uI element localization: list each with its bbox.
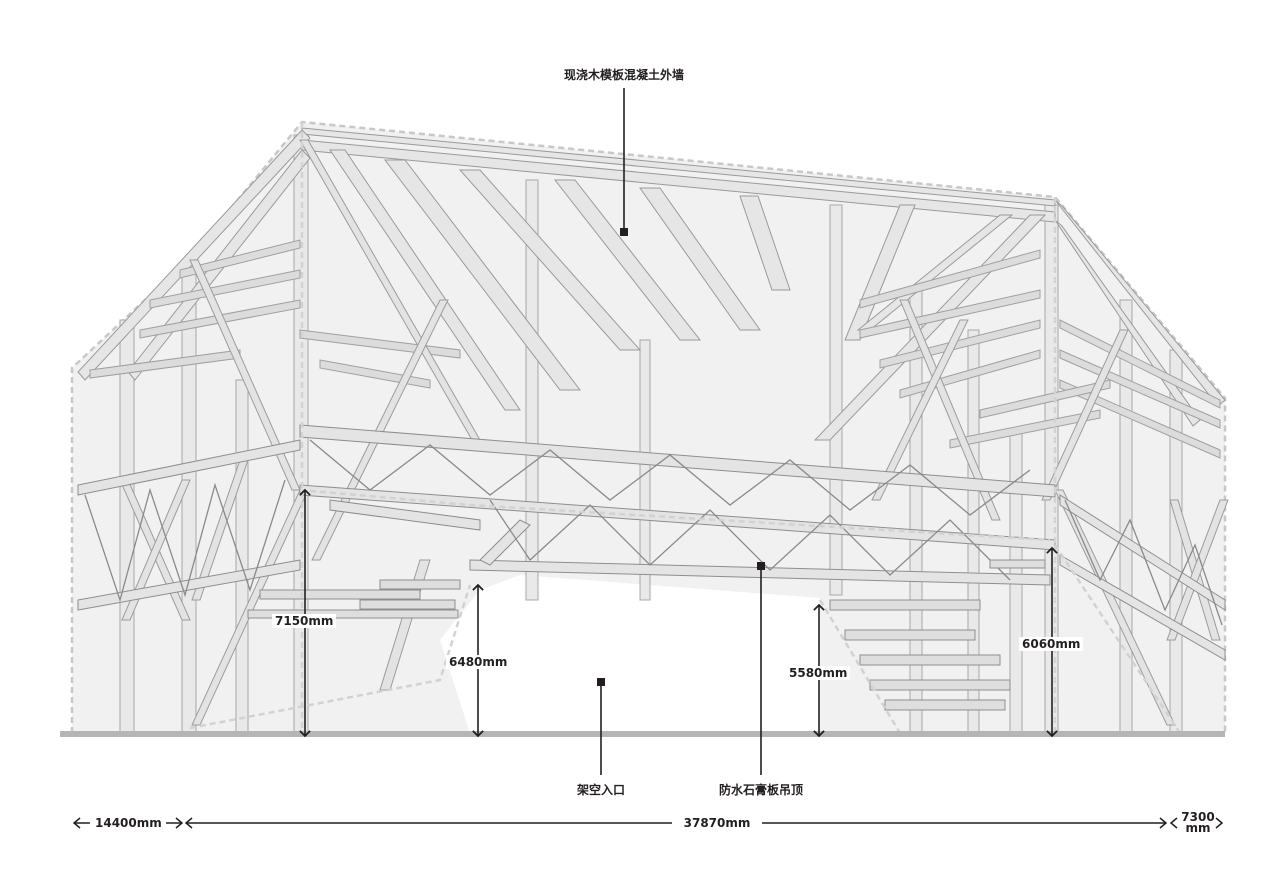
- purlins: [89, 239, 1221, 459]
- height-left-column: 7150mm: [272, 614, 337, 628]
- height-right-opening: 5580mm: [786, 666, 851, 680]
- span-right-unit: mm: [1185, 821, 1211, 835]
- label-top-wall: 现浇木模板混凝土外墙: [563, 68, 685, 82]
- label-entrance: 架空入口: [576, 783, 626, 797]
- height-left-opening: 6480mm: [446, 655, 511, 669]
- callout-leaders: [597, 88, 765, 775]
- span-dimensions: [72, 817, 1224, 829]
- ground-line: [60, 731, 1225, 737]
- stair-treads: [247, 559, 1046, 711]
- span-right-value: 7300: [1181, 810, 1215, 824]
- dashed-edges: [189, 122, 1182, 734]
- braces: [119, 139, 1229, 726]
- height-right-column: 6060mm: [1019, 637, 1084, 651]
- truss-webs: [84, 439, 1223, 626]
- span-middle: 37870mm: [683, 816, 751, 830]
- span-left: 14400mm: [95, 816, 162, 830]
- label-ceiling: 防水石膏板吊顶: [718, 783, 804, 797]
- span-right: 7300 mm: [1180, 810, 1216, 835]
